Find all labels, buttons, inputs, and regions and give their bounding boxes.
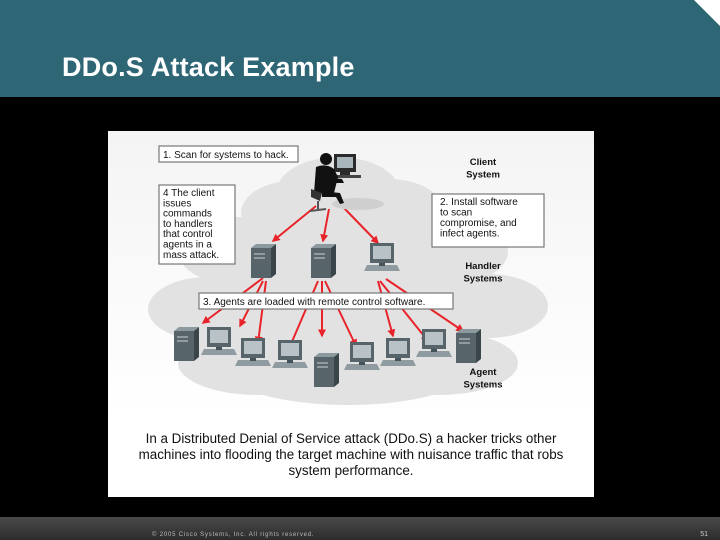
- step2-label-line-3: compromise, and: [440, 218, 517, 229]
- handler-2-to-agent-5-arrow: [324, 280, 357, 348]
- agent-1-server-icon: [174, 327, 199, 361]
- agent-9-server-icon: [456, 329, 481, 363]
- agent-5-server-icon: [314, 353, 339, 387]
- step2-label-line-1: 2. Install software: [440, 197, 518, 208]
- client-system-label-line-1: Client: [470, 157, 497, 168]
- title-bar-corner: [694, 0, 720, 26]
- handler-systems-label-line-1: Handler: [465, 261, 501, 272]
- hacker-icon: [309, 153, 384, 212]
- agent-3-desktop-icon: [235, 338, 271, 366]
- handler-1-to-agent-3-arrow: [254, 280, 267, 345]
- step1-label-line-1: 1. Scan for systems to hack.: [163, 150, 289, 161]
- handler-2-server-icon: [311, 244, 336, 278]
- agent-8-desktop-icon: [416, 329, 452, 357]
- ddos-diagram: 1. Scan for systems to hack. 2. Install s…: [108, 131, 594, 421]
- agent-systems-label-line-1: Agent: [470, 367, 498, 378]
- handler-systems-label-line-2: Systems: [463, 274, 502, 285]
- step3-label: 3. Agents are loaded with remote control…: [198, 292, 454, 310]
- step2-label-line-4: infect agents.: [440, 229, 499, 240]
- step4-label-line-3: commands: [163, 209, 212, 220]
- step4-label-line-6: agents in a: [163, 240, 212, 251]
- step4-label-line-1: 4 The client: [163, 188, 215, 199]
- step4-label-line-4: to handlers: [163, 219, 212, 230]
- step1-label: 1. Scan for systems to hack.: [158, 145, 299, 163]
- handler-3-desktop-icon: [364, 243, 400, 271]
- agent-6-desktop-icon: [344, 342, 380, 370]
- agent-4-desktop-icon: [272, 340, 308, 368]
- handler-3-to-agent-7-arrow: [379, 280, 429, 343]
- footer-bar: © 2005 Cisco Systems, Inc. All rights re…: [0, 517, 720, 540]
- agent-systems-label-line-2: Systems: [463, 380, 502, 391]
- step4-label-line-2: issues: [163, 198, 191, 209]
- ddos-diagram-panel: 1. Scan for systems to hack. 2. Install s…: [108, 131, 594, 497]
- client-to-handler-3-arrow: [343, 207, 380, 245]
- client-to-handler-1-arrow: [271, 205, 317, 242]
- client-system-label-line-2: System: [466, 170, 500, 181]
- title-bar: DDo.S Attack Example: [0, 0, 720, 97]
- network-cloud: [108, 131, 594, 421]
- agent-2-desktop-icon: [201, 327, 237, 355]
- agent-7-desktop-icon: [380, 338, 416, 366]
- step4-label-line-5: that control: [163, 229, 212, 240]
- step4-label-line-7: mass attack.: [163, 250, 219, 261]
- step2-label-line-2: to scan: [440, 208, 472, 219]
- copyright-text: © 2005 Cisco Systems, Inc. All rights re…: [152, 532, 315, 538]
- client-to-handler-2-arrow: [320, 208, 330, 243]
- handler-1-server-icon: [251, 244, 276, 278]
- diagram-caption: In a Distributed Denial of Service attac…: [138, 431, 564, 478]
- slide-title: DDo.S Attack Example: [62, 52, 355, 82]
- page-number: 51: [700, 531, 708, 538]
- step3-label-line-1: 3. Agents are loaded with remote control…: [203, 297, 425, 308]
